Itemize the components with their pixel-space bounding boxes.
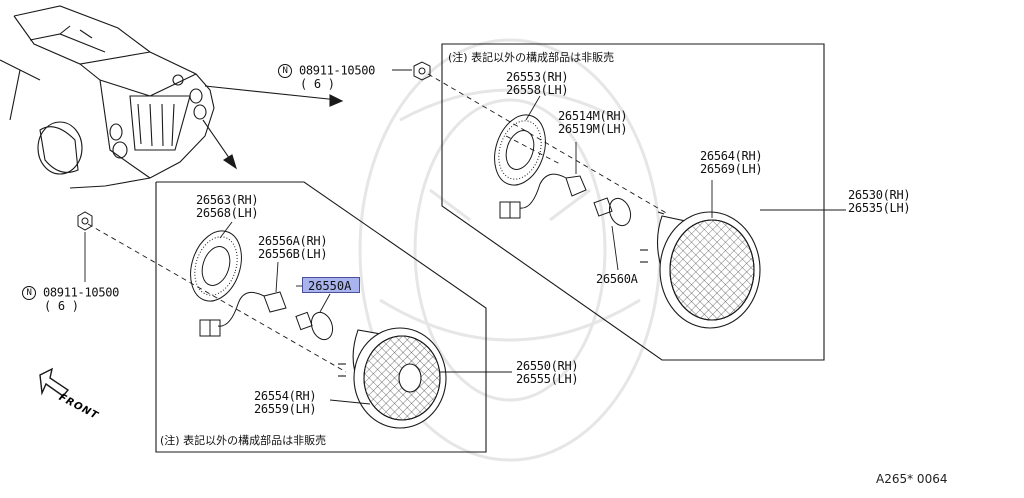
part-number: 26556B(LH) [258, 247, 328, 261]
left-body-label: 26554(RH) 26559(LH) [254, 389, 317, 416]
fastener-top-code: 08911-10500 [298, 63, 376, 78]
car-illustration [0, 5, 215, 189]
part-number: 26535(LH) [848, 201, 911, 215]
part-number: 26514M(RH) [558, 109, 628, 123]
right-bulb-icon [593, 197, 632, 227]
part-number: 26568(LH) [196, 206, 259, 220]
left-socket-label: 26556A(RH) 26556B(LH) [258, 234, 328, 261]
part-number: 26560A [596, 272, 638, 286]
diagram-ref: A265* 0064 [876, 472, 948, 486]
box-right-note: (注) 表記以外の構成部品は非販売 [448, 51, 615, 64]
right-lamp-body [640, 211, 761, 329]
box-right-frame [441, 43, 825, 361]
nut-left-icon [77, 211, 93, 231]
left-assembly-label: 26550(RH) 26555(LH) [516, 359, 579, 386]
fastener-left-code: 08911-10500 [42, 285, 120, 300]
part-number: 26530(RH) [848, 188, 911, 202]
part-number: 26554(RH) [254, 389, 317, 403]
watermark [358, 38, 662, 462]
right-leaders [525, 95, 846, 271]
part-number: 26555(LH) [516, 372, 579, 386]
fastener-top-qty: ( 6 ) [300, 77, 335, 91]
left-bulb-icon [295, 311, 334, 341]
fastener-left-label: N 08911-10500 ( 6 ) [22, 286, 119, 313]
right-gasket [494, 114, 546, 186]
part-number: 26553(RH) [506, 70, 569, 84]
left-lamp-body [338, 327, 447, 429]
part-number: 26569(LH) [700, 162, 763, 176]
fastener-top-label: N 08911-10500 ( 6 ) [278, 64, 375, 91]
highlighted-part-26550a[interactable]: 26550A [302, 277, 360, 293]
part-number: 26550(RH) [516, 359, 579, 373]
left-leaders [219, 221, 512, 405]
callout-arrows [202, 85, 344, 170]
part-number: 26519M(LH) [558, 122, 628, 136]
circled-n-icon: N [278, 64, 292, 78]
box-left-frame [155, 181, 487, 453]
right-bulb-label: 26560A [596, 273, 638, 286]
right-assembly-label: 26530(RH) 26535(LH) [848, 188, 911, 215]
front-arrow-icon [39, 367, 70, 397]
highlighted-part-number: 26550A [308, 279, 352, 293]
right-body-label: 26564(RH) 26569(LH) [700, 149, 763, 176]
circled-n-icon: N [22, 286, 36, 300]
part-number: 26564(RH) [700, 149, 763, 163]
part-number: 26558(LH) [506, 83, 569, 97]
nut-top-icon [413, 61, 431, 81]
right-socket-wire [499, 173, 587, 219]
left-socket-wire [199, 291, 287, 337]
part-number: 26563(RH) [196, 193, 259, 207]
part-number: 26556A(RH) [258, 234, 328, 248]
part-number: 26559(LH) [254, 402, 317, 416]
left-gasket-label: 26563(RH) 26568(LH) [196, 193, 259, 220]
right-socket-label: 26514M(RH) 26519M(LH) [558, 109, 628, 136]
left-gasket [190, 230, 242, 302]
box-left-note: (注) 表記以外の構成部品は非販売 [160, 434, 327, 447]
right-gasket-label: 26553(RH) 26558(LH) [506, 70, 569, 97]
fastener-left-qty: ( 6 ) [44, 299, 79, 313]
